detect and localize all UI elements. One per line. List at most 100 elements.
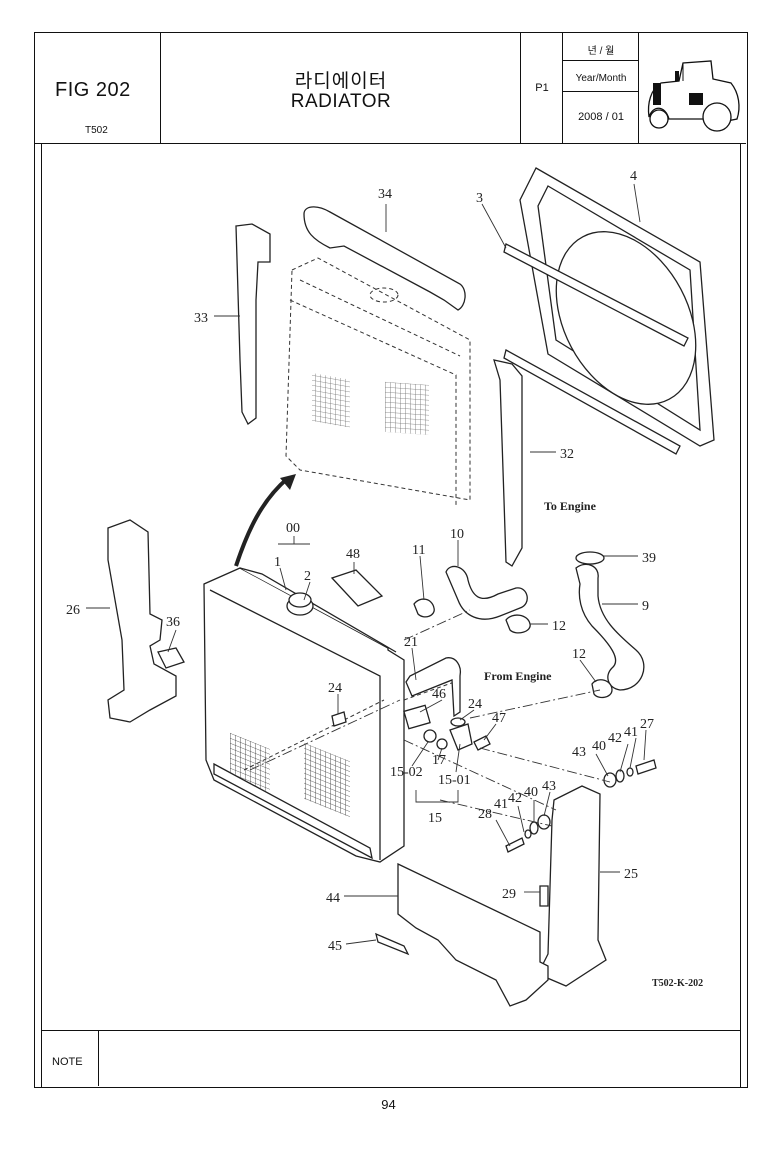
callout: 15-01: [438, 773, 471, 788]
part-15-01-cock: [449, 723, 473, 751]
arrowhead-icon: [280, 474, 296, 490]
year-month-label: Year/Month: [575, 73, 627, 84]
title-english: RADIATOR: [290, 91, 392, 112]
callout: 1: [274, 555, 281, 570]
callout: 9: [642, 599, 649, 614]
figure-number: FIG 202: [55, 79, 131, 101]
centerline: [403, 609, 611, 827]
callout: 39: [642, 551, 656, 566]
callout: 40: [592, 739, 606, 754]
to-engine-label: To Engine: [544, 499, 597, 513]
part-15-02-fitting: [423, 729, 437, 743]
callout: 32: [560, 447, 574, 462]
hardware-right-lower: [505, 814, 551, 853]
tractor-icon: [647, 60, 740, 132]
callout: 40: [524, 785, 538, 800]
callouts: 34 3 4 33 32 00 1 2 48 11 10 39 9 26 36 …: [66, 169, 656, 954]
fig-cell: FIG 202 T502: [35, 33, 161, 143]
callout: 00: [286, 521, 300, 536]
part-25-right-bracket: [537, 785, 607, 987]
callout: 2: [304, 569, 311, 584]
callout: 17: [432, 753, 446, 768]
callout: 21: [404, 635, 418, 650]
part-11-hose-clamp: [413, 598, 435, 618]
callout: 11: [412, 543, 425, 558]
part-36-cushion: [157, 647, 185, 669]
callout: 12: [572, 647, 586, 662]
callout: 27: [640, 717, 654, 732]
callout: 12: [552, 619, 566, 634]
callout: 24: [468, 697, 482, 712]
part-45-seal: [375, 932, 410, 956]
part-21-drain-pipe: [405, 657, 462, 718]
part-12-hose-clamp: [505, 614, 531, 634]
year-month-value: 2008 / 01: [578, 111, 624, 123]
note-row: NOTE: [41, 1030, 741, 1088]
callout: 29: [502, 887, 516, 902]
page-id: P1: [535, 82, 549, 94]
part-33-left-seal: [235, 223, 271, 425]
callout: 25: [624, 867, 638, 882]
callout: 15-02: [390, 765, 423, 780]
page-frame: FIG 202 T502 라디에이터 RADIATOR P1 년 / 월 Yea…: [34, 32, 748, 1088]
model-code: T502: [85, 125, 108, 136]
drawing-code: T502-K-202: [652, 978, 703, 989]
part-24-clamp: [450, 717, 466, 727]
assembly-arrow: [234, 476, 290, 567]
leader-lines: [86, 183, 647, 945]
part-24-left-clamp: [331, 711, 347, 727]
callout: 24: [328, 681, 342, 696]
part-32-right-seal: [493, 359, 523, 567]
callout: 42: [608, 731, 622, 746]
callout: 34: [378, 187, 392, 202]
part-10-upper-hose: [445, 565, 528, 620]
part-3-seal-strip-lower: [503, 349, 681, 455]
part-46-bracket: [403, 704, 431, 730]
part-47-bolt: [473, 735, 491, 751]
title-korean: 라디에이터: [294, 71, 388, 92]
callout: 48: [346, 547, 360, 562]
callout: 26: [66, 603, 80, 618]
callout: 44: [326, 891, 340, 906]
part-48-label: [330, 569, 384, 607]
callout: 41: [624, 725, 638, 740]
part-3-seal-strip: [503, 243, 689, 347]
part-39-hose-clamp: [575, 551, 605, 565]
callout: 10: [450, 527, 464, 542]
callout: 43: [572, 745, 586, 760]
callout: 43: [542, 779, 556, 794]
callout: 36: [166, 615, 180, 630]
callout: 47: [492, 711, 506, 726]
title-cell: 라디에이터 RADIATOR: [161, 33, 521, 143]
part-26-left-bracket: [107, 519, 177, 723]
callout: 15: [428, 811, 442, 826]
callout: 46: [432, 687, 446, 702]
divider: [563, 91, 639, 92]
year-month-korean: 년 / 월: [587, 46, 615, 57]
callout: 45: [328, 939, 342, 954]
year-month-cell: 년 / 월 Year/Month 2008 / 01: [563, 33, 639, 143]
part-34-top-seal: [303, 206, 466, 311]
part-44-lower-panel: [397, 862, 549, 1007]
radiator-core-hidden: [285, 257, 471, 505]
divider: [563, 60, 639, 61]
tractor-icon-cell: [639, 33, 746, 143]
part-29-bolt: [539, 885, 549, 907]
cap-top: [288, 592, 312, 608]
part-9-lower-hose: [575, 563, 645, 691]
callout: 3: [476, 191, 483, 206]
note-label: NOTE: [52, 1056, 83, 1068]
from-engine-label: From Engine: [484, 669, 552, 683]
part-12-lower-clamp: [591, 679, 613, 699]
drawing-area: [41, 143, 741, 1030]
callout: 41: [494, 797, 508, 812]
page-number: 94: [381, 1097, 396, 1112]
hardware-right-upper: [603, 759, 657, 788]
title-block: FIG 202 T502 라디에이터 RADIATOR P1 년 / 월 Yea…: [35, 33, 746, 144]
callout: 4: [630, 169, 637, 184]
divider: [98, 1031, 99, 1086]
callout: 28: [478, 807, 492, 822]
callout: 33: [194, 311, 208, 326]
part-17-washer: [436, 738, 448, 750]
